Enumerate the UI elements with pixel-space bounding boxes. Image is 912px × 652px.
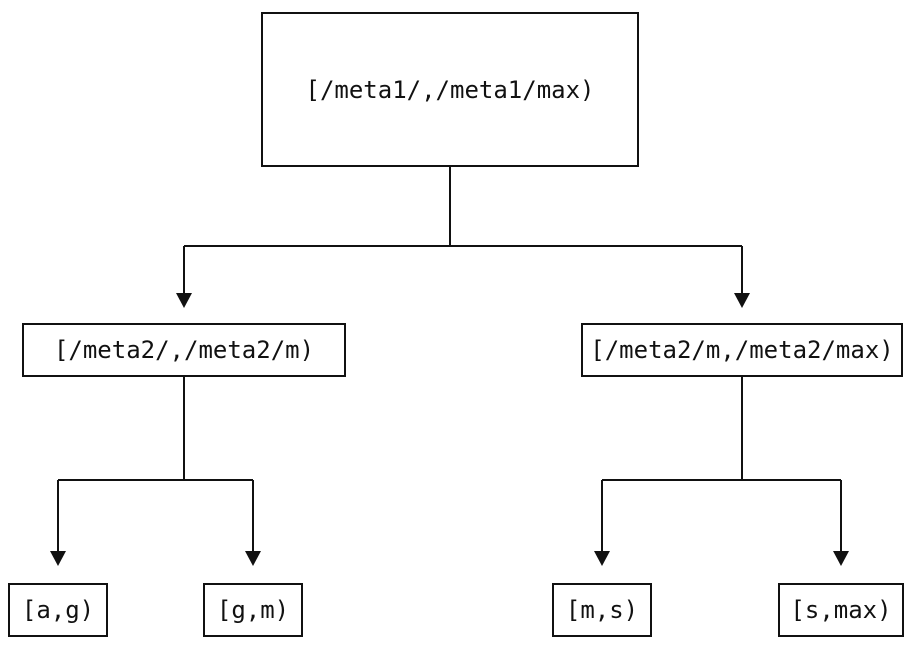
node-leaf-gm: [g,m) bbox=[203, 583, 303, 637]
node-leaf-smax: [s,max) bbox=[778, 583, 904, 637]
arrowhead-to-right bbox=[734, 293, 750, 308]
node-root-range: [/meta1/,/meta1/max) bbox=[261, 12, 639, 167]
arrowhead-to-leaf-smax bbox=[833, 551, 849, 566]
node-right-range: [/meta2/m,/meta2/max) bbox=[581, 323, 903, 377]
node-leaf-ms: [m,s) bbox=[552, 583, 652, 637]
node-leaf-ag: [a,g) bbox=[8, 583, 108, 637]
arrowhead-to-left bbox=[176, 293, 192, 308]
node-left-range: [/meta2/,/meta2/m) bbox=[22, 323, 346, 377]
arrowhead-to-leaf-ag bbox=[50, 551, 66, 566]
arrowhead-to-leaf-gm bbox=[245, 551, 261, 566]
arrowhead-to-leaf-ms bbox=[594, 551, 610, 566]
